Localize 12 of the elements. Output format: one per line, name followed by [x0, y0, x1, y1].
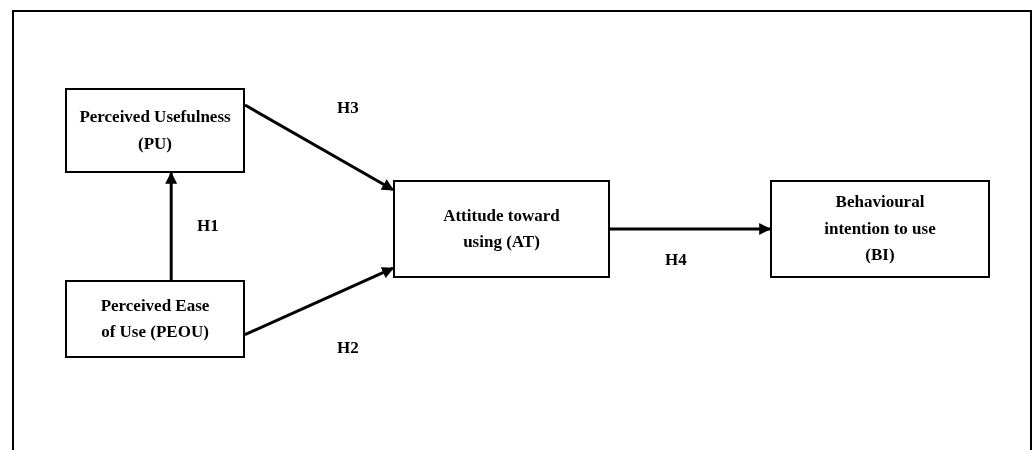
construct-label: Behavioural intention to use (BI) — [823, 191, 937, 267]
construct-box — [65, 280, 245, 358]
construct-box — [65, 88, 245, 173]
arrow — [244, 266, 395, 336]
construct-label: Perceived Usefulness (PU) — [78, 106, 232, 155]
construct-label: Attitude toward using (AT) — [442, 204, 561, 253]
arrow — [165, 171, 178, 280]
arrow — [244, 103, 395, 192]
construct-label: Perceived Ease of Use (PEOU) — [100, 294, 210, 343]
arrow — [610, 223, 772, 235]
construct-box — [393, 180, 610, 278]
construct-box — [770, 180, 990, 278]
